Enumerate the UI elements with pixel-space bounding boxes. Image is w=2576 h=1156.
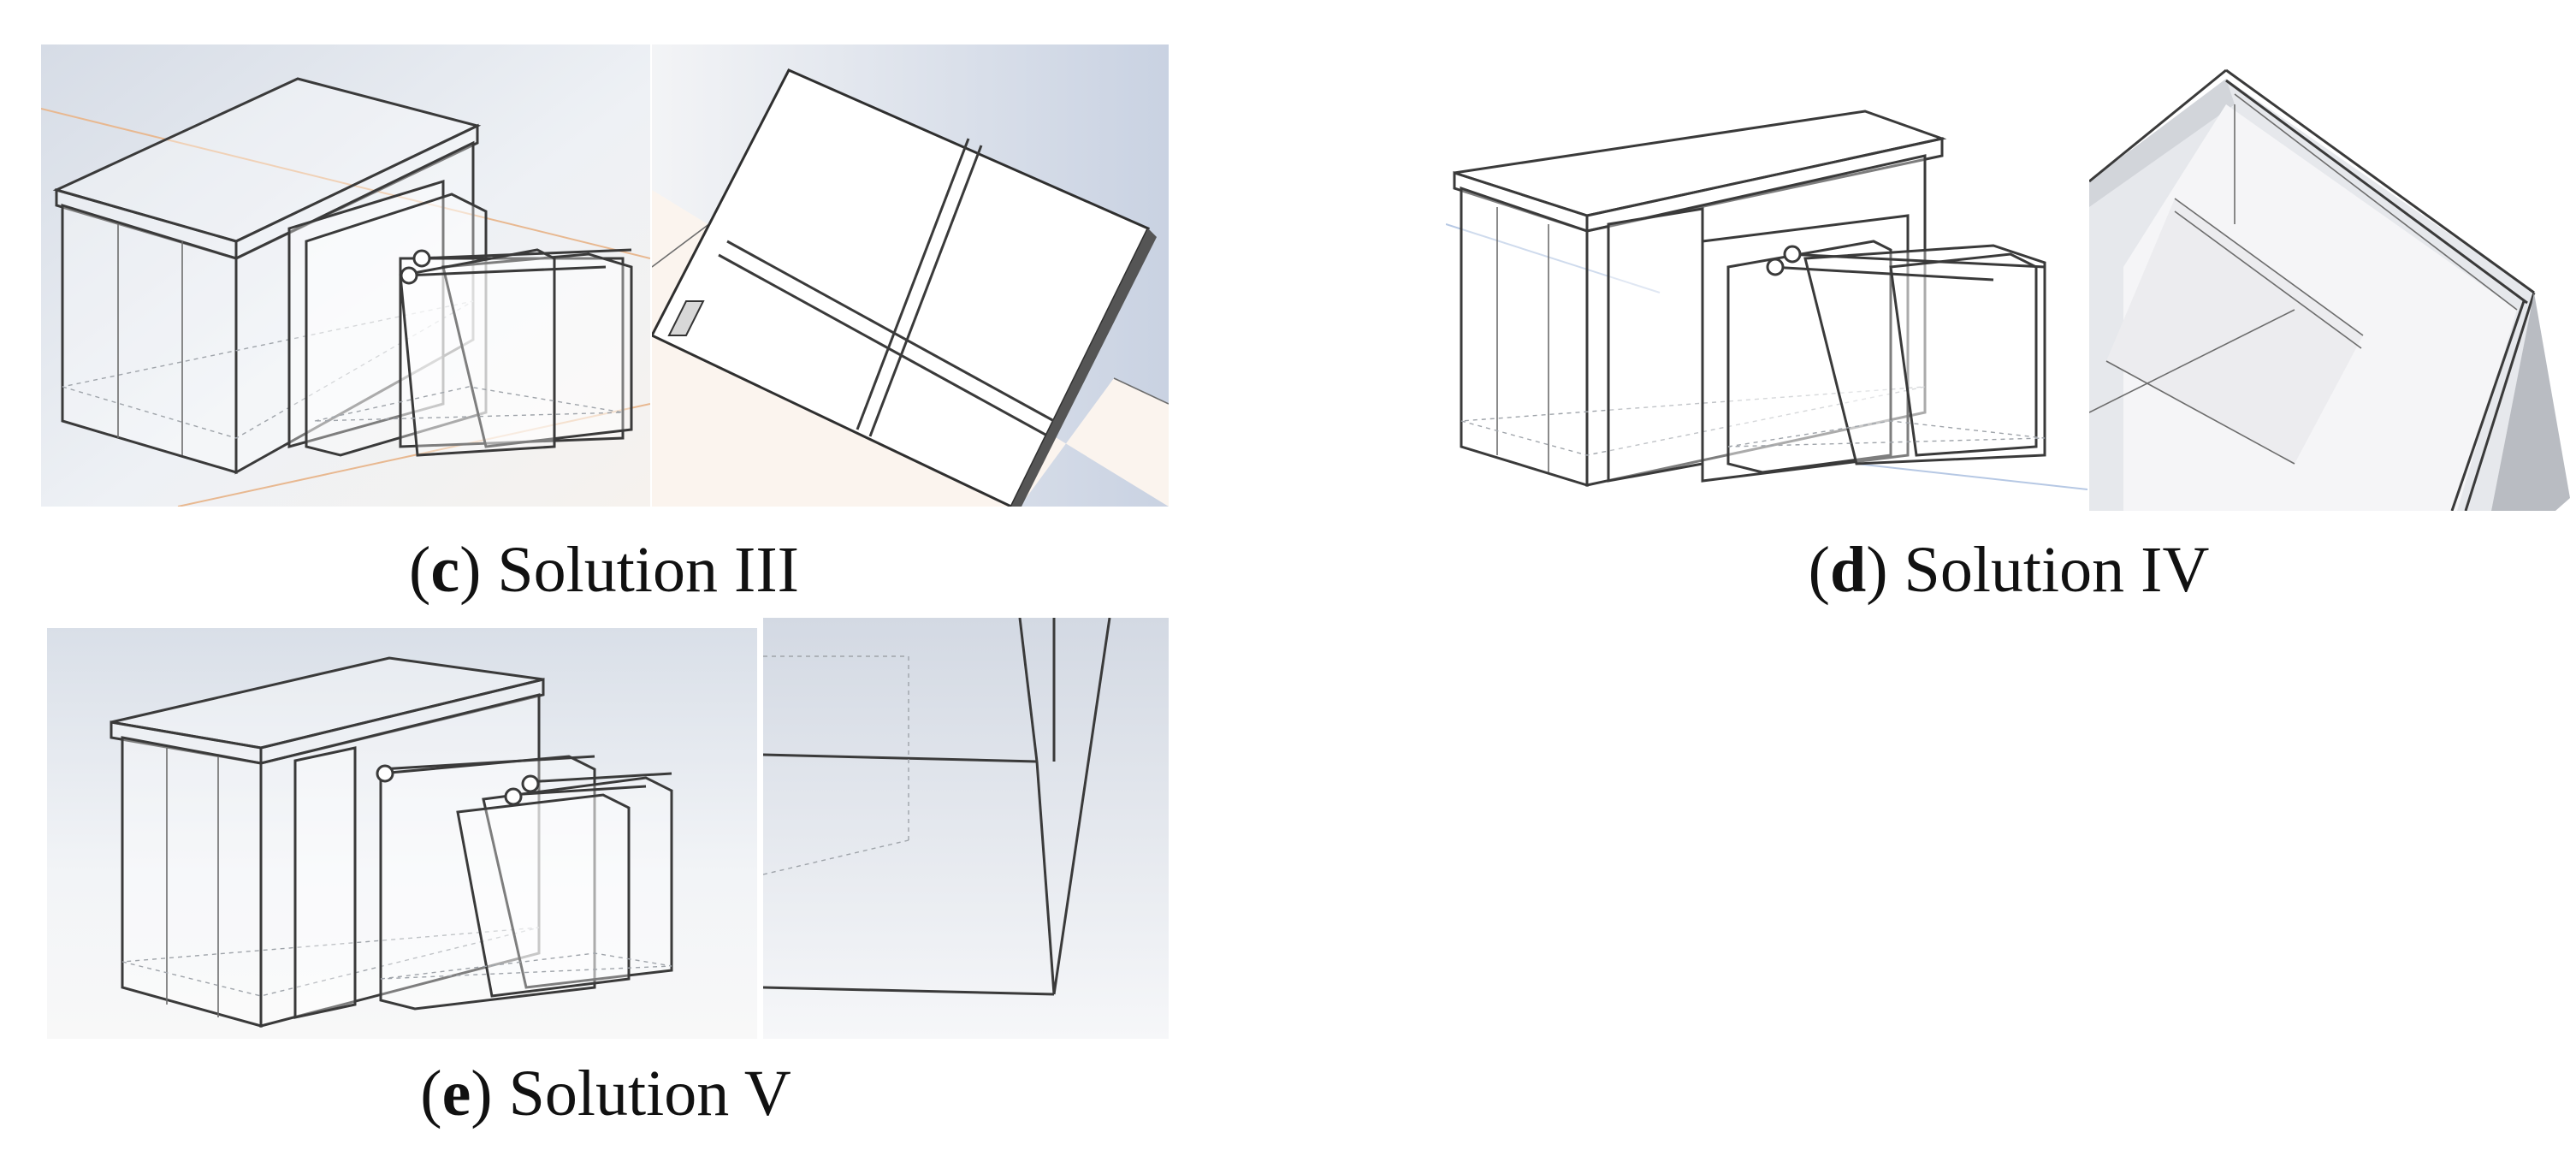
- caption-label-c: Solution III: [497, 534, 799, 606]
- caption-letter-e: e: [441, 1058, 471, 1129]
- solution-v-overview-render: [47, 628, 757, 1039]
- caption-letter-c: c: [430, 534, 460, 606]
- solution-iii-detail-render: [652, 44, 1169, 507]
- solution-iv-detail-render: [2089, 53, 2570, 511]
- caption-label-e: Solution V: [508, 1058, 791, 1129]
- solution-iv-overview-render: [1446, 96, 2087, 491]
- caption-label-d: Solution IV: [1904, 534, 2210, 606]
- caption-solution-v: (e) Solution V: [420, 1058, 791, 1129]
- caption-solution-iv: (d) Solution IV: [1808, 534, 2210, 606]
- solution-iii-overview-render: [41, 44, 650, 507]
- caption-letter-d: d: [1829, 534, 1867, 606]
- solution-v-detail-render: [763, 618, 1169, 1039]
- caption-solution-iii: (c) Solution III: [409, 534, 799, 606]
